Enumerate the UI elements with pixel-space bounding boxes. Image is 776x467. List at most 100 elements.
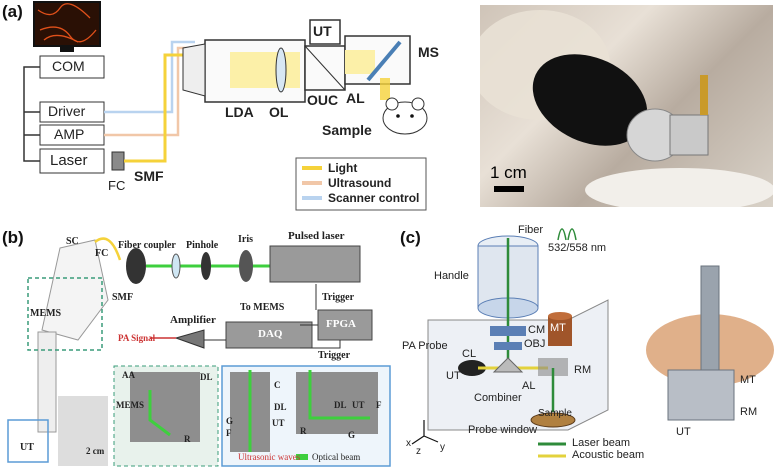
amplifier-shape — [174, 329, 205, 349]
pinhole — [201, 252, 211, 280]
smf-label-b: SMF — [112, 292, 134, 303]
iris-label: Iris — [238, 234, 253, 245]
output-beam — [380, 78, 390, 100]
mems-inset-label: MEMS — [116, 400, 144, 410]
ouc-diagonal — [304, 45, 346, 91]
ut-label-c: UT — [446, 370, 461, 382]
dl3-label: DL — [334, 400, 347, 410]
daq-label: DAQ — [258, 328, 283, 340]
panel-a-schematic — [23, 1, 428, 211]
pinhole-label: Pinhole — [186, 240, 219, 251]
fpga-label: FPGA — [326, 318, 356, 330]
ultrasonic-waves-label: Ultrasonic waves — [238, 452, 301, 462]
legend-light-label: Light — [328, 161, 358, 175]
mouse-ear-2 — [411, 97, 425, 111]
sample-dish — [530, 412, 576, 428]
smf-label: SMF — [134, 168, 164, 184]
scale-photo — [58, 396, 108, 466]
panel-b-schematic — [7, 237, 391, 467]
fiber — [94, 237, 122, 261]
rm-photo-label: RM — [740, 406, 758, 418]
optical-beam-swatch — [296, 454, 308, 460]
ut-box — [309, 19, 341, 45]
mems-beam — [148, 390, 171, 437]
mouse-eye — [396, 114, 400, 118]
sample-label: Sample — [322, 122, 372, 138]
axis-x-label: x — [406, 438, 411, 449]
ut-box — [7, 419, 49, 463]
lda-label: LDA — [225, 104, 254, 120]
rm-mirror — [538, 358, 568, 376]
obj-label: OBJ — [524, 338, 546, 350]
amp-label: AMP — [54, 126, 85, 142]
legend-scanner-label: Scanner control — [328, 191, 420, 205]
pa-probe-label: PA Probe — [402, 340, 448, 352]
driver-label: Driver — [48, 103, 86, 119]
scanner-cable — [104, 40, 195, 114]
trigger-label-2: Trigger — [318, 350, 351, 361]
amplifier-label: Amplifier — [170, 314, 216, 326]
sc-label: SC — [66, 236, 79, 247]
handle-label: Handle — [434, 270, 469, 282]
r-label: R — [184, 434, 191, 444]
g2-label: G — [348, 430, 356, 440]
photo-probe-box — [667, 369, 735, 421]
monitor-image — [37, 3, 97, 43]
rm-label: RM — [574, 364, 592, 376]
legend-laser-label: Laser beam — [572, 437, 631, 449]
trigger-lines — [204, 284, 341, 349]
ut-label: UT — [313, 23, 332, 39]
al-beam — [345, 50, 375, 74]
al-label-c: AL — [522, 380, 536, 392]
ut-photo-label: UT — [676, 426, 691, 438]
axis-y-label: y — [440, 442, 445, 453]
dl-label: DL — [200, 372, 213, 382]
monitor-stand — [60, 46, 74, 52]
light-beam — [230, 52, 300, 88]
dl2-label: DL — [274, 402, 287, 412]
panel-a-label: (a) — [2, 2, 23, 21]
mt-label: MT — [550, 322, 566, 334]
probe-body — [532, 54, 648, 146]
ms-label: MS — [418, 44, 439, 60]
scale-bar — [494, 186, 524, 192]
panel-c-schematic — [411, 228, 774, 465]
fiber-coupler — [126, 248, 146, 284]
trigger-label-1: Trigger — [322, 292, 355, 303]
combiner — [492, 357, 524, 373]
sample-label-c: Sample — [538, 408, 572, 419]
aa-label: AA — [122, 370, 135, 380]
panel-c: (c) Fiber 532/558 nm Handle PA Probe CM … — [398, 220, 776, 467]
f-label: F — [226, 428, 232, 438]
iris — [239, 250, 253, 282]
panel-c-label: (c) — [400, 228, 421, 247]
probe-handle — [41, 239, 109, 341]
probe-photo-drawing — [470, 10, 775, 212]
f2-label: F — [376, 400, 382, 410]
combiner-label: Combiner — [474, 392, 522, 404]
fc-label-b: FC — [95, 248, 109, 259]
probe-shaft — [37, 331, 57, 433]
connection-lines — [23, 66, 40, 162]
to-mems-label: To MEMS — [240, 302, 285, 313]
mt-motor — [548, 316, 572, 346]
com-label: COM — [52, 58, 85, 74]
probe-window — [669, 114, 709, 156]
pulsed-laser-box — [269, 245, 361, 283]
ol-lens — [275, 47, 287, 93]
laser-label: Laser — [50, 152, 88, 169]
daq-box — [225, 321, 313, 349]
fiber-label: Fiber — [518, 224, 544, 236]
legend-acoustic-label: Acoustic beam — [572, 449, 645, 461]
panel-a: (a) COM Driver AMP Laser FC SMF UT MS LD… — [0, 0, 776, 215]
obj-optic — [494, 342, 522, 350]
mt-photo-label: MT — [740, 374, 756, 386]
cm-optic — [490, 326, 526, 336]
probe-cone — [182, 43, 206, 97]
mouse-ear — [385, 97, 399, 111]
optical-beam-label: Optical beam — [312, 452, 361, 462]
axis-z-label: z — [416, 446, 421, 457]
r2-label: R — [300, 426, 307, 436]
c-label: C — [274, 380, 281, 390]
mt-motor-top — [548, 312, 572, 320]
